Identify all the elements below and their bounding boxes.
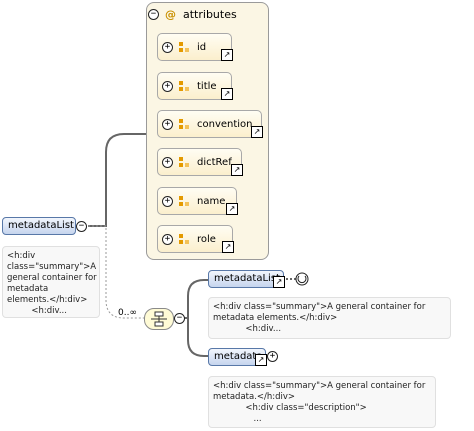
expand-icon[interactable]: +: [162, 195, 173, 207]
reference-arrow-icon: ↗: [222, 241, 234, 253]
child-element-metadatalist[interactable]: metadataList ↗: [208, 270, 285, 288]
child-element-metadata[interactable]: metadata ↗: [208, 348, 267, 366]
reference-arrow-icon: ↗: [226, 203, 238, 215]
attributes-connector: [88, 133, 146, 227]
reference-arrow-icon: ↗: [221, 49, 233, 61]
expand-icon[interactable]: +: [162, 41, 173, 53]
attribute-convention[interactable]: + convention ↗: [157, 110, 263, 138]
element-label: metadataList: [8, 220, 74, 231]
attribute-label: dictRef: [197, 156, 232, 168]
reference-arrow-icon: ↗: [251, 126, 263, 138]
child-connector-1: [184, 279, 208, 319]
expand-icon[interactable]: +: [162, 80, 173, 92]
attributes-label: attributes: [183, 7, 237, 21]
child-connector-2: [184, 317, 208, 357]
collapse-icon[interactable]: −: [76, 221, 87, 232]
expand-icon[interactable]: +: [267, 351, 278, 362]
attribute-icon: [179, 80, 190, 92]
attribute-label: name: [197, 195, 226, 207]
attribute-label: title: [197, 80, 217, 92]
attribute-label: id: [197, 41, 207, 53]
reference-arrow-icon: ↗: [221, 88, 233, 100]
reference-arrow-icon: ↗: [255, 354, 267, 366]
element-label: metadata: [214, 351, 263, 362]
attribute-label: convention: [197, 118, 253, 130]
sequence-connector: [88, 225, 144, 319]
sequence-multiplicity: 0..∞: [118, 308, 137, 318]
collapse-icon[interactable]: −: [174, 313, 185, 324]
sequence-compositor[interactable]: [144, 308, 174, 330]
attribute-role[interactable]: + role ↗: [157, 225, 234, 253]
root-element-metadatalist[interactable]: metadataList: [2, 217, 76, 235]
expand-icon[interactable]: +: [162, 156, 173, 168]
attribute-title[interactable]: + title ↗: [157, 72, 233, 100]
attribute-icon: [179, 156, 190, 168]
attribute-icon: [179, 195, 190, 207]
expand-icon[interactable]: +: [162, 233, 173, 245]
attribute-icon: [179, 233, 190, 245]
child-1-documentation: <h:div class="summary">A general contain…: [208, 297, 451, 339]
attribute-id[interactable]: + id ↗: [157, 33, 233, 61]
collapse-attributes-icon[interactable]: −: [148, 8, 159, 20]
sequence-icon: [151, 311, 167, 327]
attribute-name[interactable]: + name ↗: [157, 187, 238, 215]
attribute-dictref[interactable]: + dictRef ↗: [157, 148, 243, 176]
reference-arrow-icon: ↗: [273, 276, 285, 288]
reference-arrow-icon: ↗: [231, 164, 243, 176]
element-label: metadataList: [214, 273, 280, 284]
child-2-documentation: <h:div class="summary">A general contain…: [208, 376, 436, 428]
attribute-label: role: [197, 233, 216, 245]
attributes-header: − @ attributes: [148, 6, 237, 22]
at-icon: @: [165, 7, 176, 21]
root-documentation: <h:div class="summary">A general contain…: [2, 246, 100, 318]
expand-icon[interactable]: +: [162, 118, 173, 130]
attribute-icon: [179, 41, 190, 53]
attribute-icon: [179, 118, 190, 130]
